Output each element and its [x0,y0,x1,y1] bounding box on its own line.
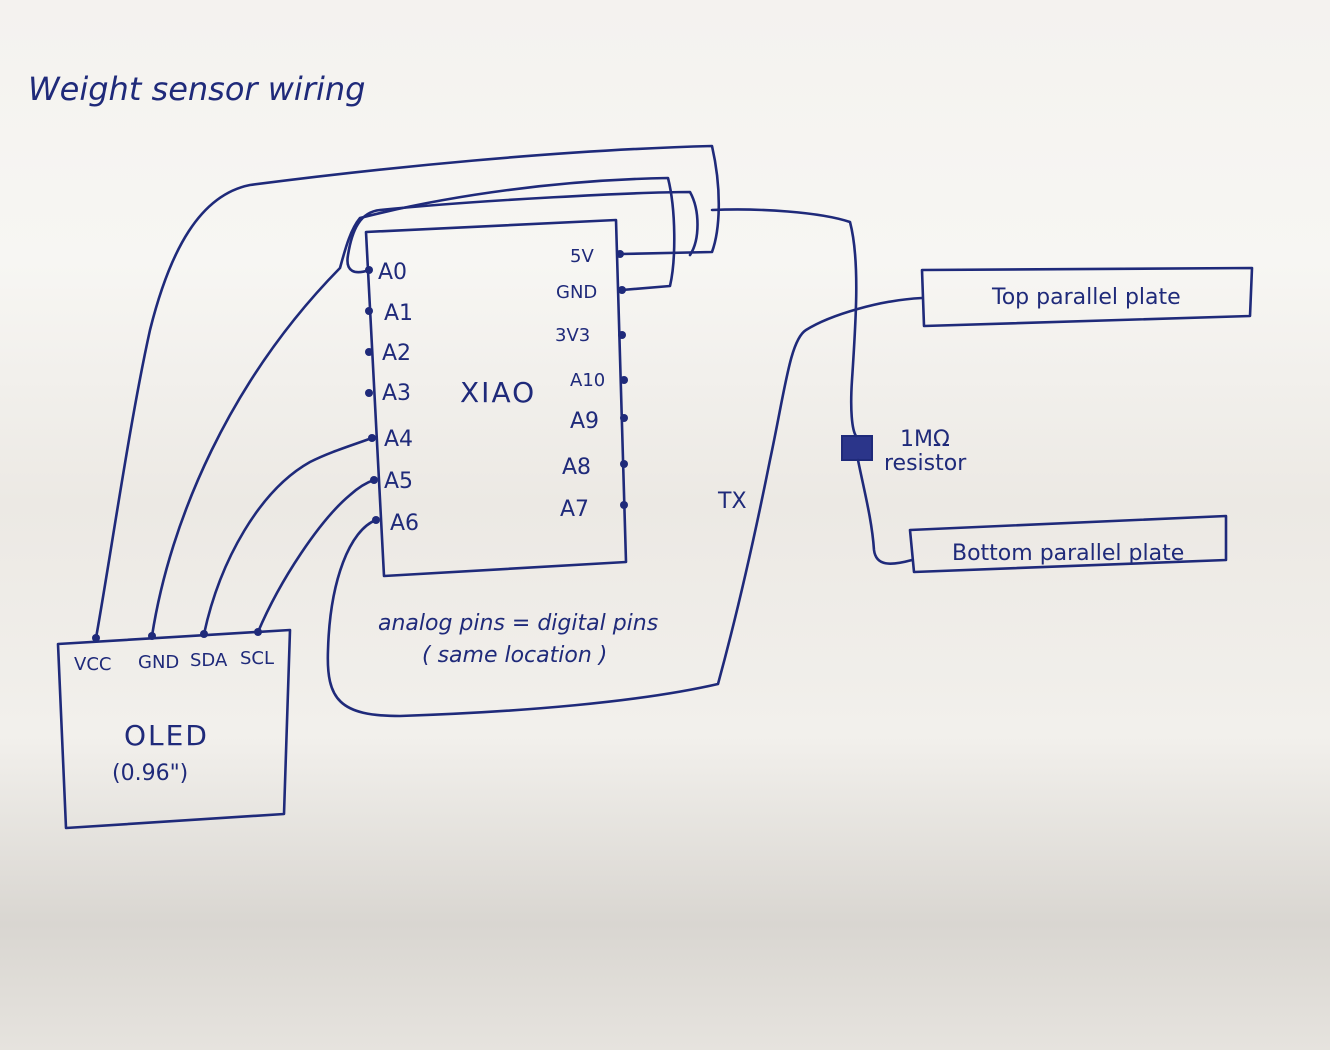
wire-scl-a5 [256,478,376,634]
oled-pin-sda: SDA [190,650,228,671]
pin-label-a5: A5 [384,469,413,494]
xiao-left-pins: A0 A1 A2 A3 A4 A5 A6 [365,260,419,536]
xiao-label: XIAO [460,376,536,409]
pin-dot-a3 [365,389,373,397]
xiao-right-pins: 5V GND 3V3 A10 A9 A8 A7 [555,246,628,522]
pin-label-a7: A7 [560,497,589,522]
pin-label-a2: A2 [382,341,411,366]
pin-label-a1: A1 [384,301,413,326]
pin-dot-a10 [620,376,628,384]
pin-dot-a9 [620,414,628,422]
note-line-2: ( same location ) [422,643,607,668]
pin-label-a0: A0 [378,260,407,285]
oled-pin-gnd: GND [138,652,179,673]
pin-label-a8: A8 [562,455,591,480]
wire-sda-a4 [202,436,374,636]
resistor-label: resistor [884,451,967,476]
bottom-plate-label: Bottom parallel plate [952,541,1184,566]
pin-dot-a8 [620,460,628,468]
oled-name: OLED [124,719,209,752]
bottom-parallel-plate [908,514,1228,574]
pin-label-5v: 5V [570,246,594,267]
pin-dot-a7 [620,501,628,509]
resistor-value: 1MΩ [900,427,950,452]
pin-dot-a2 [365,348,373,356]
wire-gnd-gnd [150,176,676,638]
note-line-1: analog pins = digital pins [378,611,658,636]
pin-label-gnd: GND [556,282,597,303]
pin-label-a6: A6 [390,511,419,536]
pin-label-a9: A9 [570,409,599,434]
wire-5v-resistor [710,208,858,438]
oled-module [56,628,292,830]
wires [94,144,924,718]
pin-label-a4: A4 [384,427,413,452]
pin-dot-a1 [365,307,373,315]
wire-a6-top-plate [326,296,924,718]
pin-label-a3: A3 [382,381,411,406]
top-parallel-plate [920,266,1254,328]
top-plate-label: Top parallel plate [991,285,1181,310]
pin-label-a10: A10 [570,370,605,391]
pin-dot-3v3 [618,331,626,339]
oled-pin-vcc: VCC [74,654,111,675]
wire-vcc-5v [94,144,721,640]
resistor-symbol [841,435,873,461]
oled-pin-scl: SCL [240,648,274,669]
oled-size: (0.96") [112,761,188,786]
wire-resistor-bottom-plate [856,458,914,565]
wire-a0-loop [346,190,699,274]
tx-label: TX [717,489,747,514]
diagram-title: Weight sensor wiring [28,70,365,108]
xiao-board [364,218,628,578]
pin-label-3v3: 3V3 [555,325,590,346]
